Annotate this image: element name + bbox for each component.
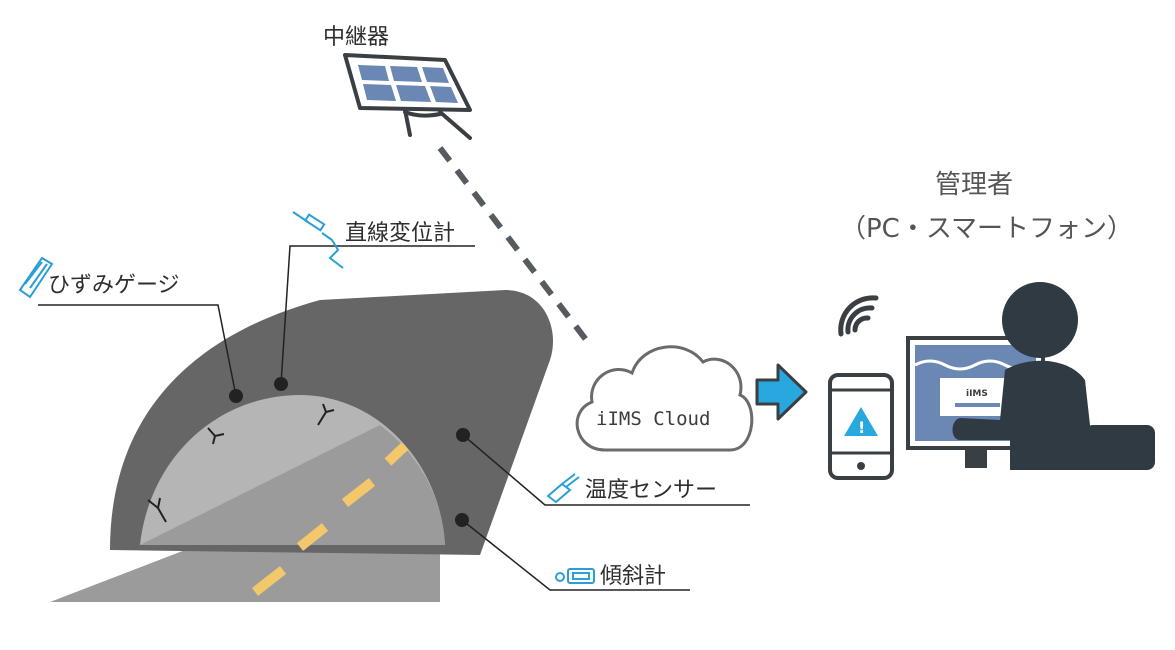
admin-title: 管理者 [935,170,1013,200]
linear-displacement-label: 直線変位計 [345,221,455,246]
cloud-label: iIMS Cloud [596,408,710,430]
strain-gauge-label: ひずみゲージ [48,273,180,298]
solar-panel-relay-icon [343,53,472,140]
inclinometer-icon [555,568,595,584]
temperature-sensor-icon [546,473,580,504]
wireless-link-dashed [437,146,593,347]
wifi-signal-icon [838,295,879,337]
leader-lines [38,245,750,591]
temperature-sensor-label: 温度センサー [585,478,717,503]
smartphone-icon [828,373,894,480]
linear-displacement-sensor-icon [292,211,344,269]
relay-label: 中継器 [323,25,389,50]
phone-alert-mark: ! [858,418,865,437]
tunnel [110,290,553,555]
data-flow-arrow-icon [755,363,808,421]
inclinometer-label: 傾斜計 [600,564,666,589]
strain-gauge-icon [18,256,54,299]
cloud-icon [575,345,754,452]
admin-subtitle: （PC・スマートフォン） [840,214,1133,244]
monitor-brand-label: iIMS [966,389,988,399]
lane-markings [251,442,409,596]
administrator-person-icon [952,282,1155,470]
crack-marks [147,403,335,523]
